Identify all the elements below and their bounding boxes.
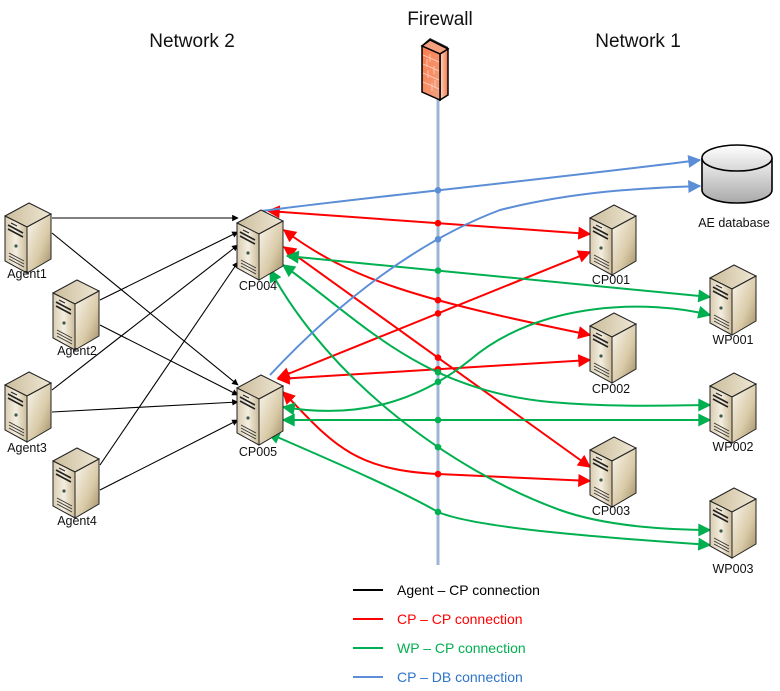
cp002-label: CP002 <box>592 382 630 396</box>
connection-cp005-wp003[interactable] <box>266 431 712 551</box>
cp004-node[interactable]: CP004 <box>235 209 285 293</box>
firewall-title: Firewall <box>407 9 472 30</box>
connection-agent1-cp005[interactable] <box>51 232 239 386</box>
cp001-label: CP001 <box>592 273 630 287</box>
connection-cp005-wp001[interactable] <box>281 305 712 416</box>
agent2-node[interactable]: Agent2 <box>51 279 101 358</box>
firewall-crossing-dot <box>434 354 442 361</box>
firewall-crossing-dots <box>434 186 442 516</box>
legend: Agent – CP connection CP – CP connectionW… <box>353 582 540 685</box>
database-icon <box>701 144 773 204</box>
legend-label: Agent – CP connection <box>397 582 540 598</box>
cp004-label: CP004 <box>239 279 277 293</box>
db-node[interactable]: AE database <box>698 144 773 230</box>
agent4-node[interactable]: Agent4 <box>51 447 101 528</box>
server-icon <box>708 372 758 444</box>
legend-label: CP – CP connection <box>397 611 523 627</box>
server-icon <box>588 436 638 508</box>
connection-agent2-cp004[interactable] <box>99 231 239 301</box>
agent3-label: Agent3 <box>7 441 47 455</box>
connection-cp004-cp001[interactable] <box>266 205 592 240</box>
agent4-label: Agent4 <box>57 514 97 528</box>
connection-cp004-wp001[interactable] <box>285 250 712 303</box>
agent2-label: Agent2 <box>57 344 97 358</box>
wp001-node[interactable]: WP001 <box>708 264 758 347</box>
server-icon <box>708 264 758 336</box>
wp002-node[interactable]: WP002 <box>708 372 758 454</box>
legend-item-agent-cp: Agent – CP connection <box>353 582 540 598</box>
firewall-crossing-dot <box>434 267 442 274</box>
server-icon <box>708 487 758 559</box>
server-icon <box>588 204 638 276</box>
firewall-crossing-dot <box>434 219 442 227</box>
connections-layer <box>51 155 712 551</box>
legend-item-cp-db: CP – DB connection <box>353 669 523 685</box>
firewall-crossing-dot <box>434 443 442 451</box>
agent1-label: Agent1 <box>7 267 47 281</box>
legend-item-cp-cp: CP – CP connection <box>353 611 523 627</box>
network1-title: Network 1 <box>595 31 681 52</box>
cp002-node[interactable]: CP002 <box>588 312 638 396</box>
firewall-node[interactable] <box>420 38 450 102</box>
connection-cp004-db[interactable] <box>261 155 702 212</box>
cp001-node[interactable]: CP001 <box>588 204 638 287</box>
legend-label: CP – DB connection <box>397 669 523 685</box>
firewall-icon <box>420 38 450 102</box>
firewall-crossing-dot <box>434 236 442 243</box>
firewall-crossing-dot <box>434 310 442 317</box>
wp002-label: WP002 <box>713 440 754 454</box>
cp003-label: CP003 <box>592 504 630 518</box>
agent1-node[interactable]: Agent1 <box>3 202 53 281</box>
legend-item-wp-cp: WP – CP connection <box>353 640 526 656</box>
connection-agent4-cp004[interactable] <box>99 261 239 466</box>
connection-agent4-cp005[interactable] <box>99 419 239 491</box>
firewall-crossing-dot <box>434 378 442 386</box>
firewall-crossing-dot <box>434 368 442 376</box>
server-icon <box>51 447 101 519</box>
cp005-label: CP005 <box>239 445 277 459</box>
connection-agent3-cp004[interactable] <box>51 244 239 391</box>
network2-title: Network 2 <box>149 31 235 52</box>
server-icon <box>235 374 285 446</box>
db-label: AE database <box>698 216 770 230</box>
server-icon <box>588 312 638 384</box>
server-icon <box>51 279 101 351</box>
server-icon <box>3 202 53 274</box>
wp001-label: WP001 <box>713 333 754 347</box>
firewall-crossing-dot <box>434 508 442 516</box>
firewall-crossing-dot <box>434 416 442 424</box>
legend-label: WP – CP connection <box>397 640 526 656</box>
firewall-crossing-dot <box>434 296 442 304</box>
server-icon <box>3 371 53 443</box>
cp005-node[interactable]: CP005 <box>235 374 285 459</box>
cp003-node[interactable]: CP003 <box>588 436 638 518</box>
server-icon <box>235 209 285 281</box>
connection-agent2-cp005[interactable] <box>99 324 239 396</box>
connection-cp004-wp003[interactable] <box>269 268 712 537</box>
wp003-node[interactable]: WP003 <box>708 487 758 576</box>
wp003-label: WP003 <box>713 562 754 576</box>
firewall-crossing-dot <box>434 470 442 478</box>
connection-cp005-db[interactable] <box>269 179 702 376</box>
agent3-node[interactable]: Agent3 <box>3 371 53 455</box>
connection-agent3-cp005[interactable] <box>51 399 239 413</box>
firewall-crossing-dot <box>434 186 442 194</box>
connection-cp004-wp002[interactable] <box>281 264 712 412</box>
